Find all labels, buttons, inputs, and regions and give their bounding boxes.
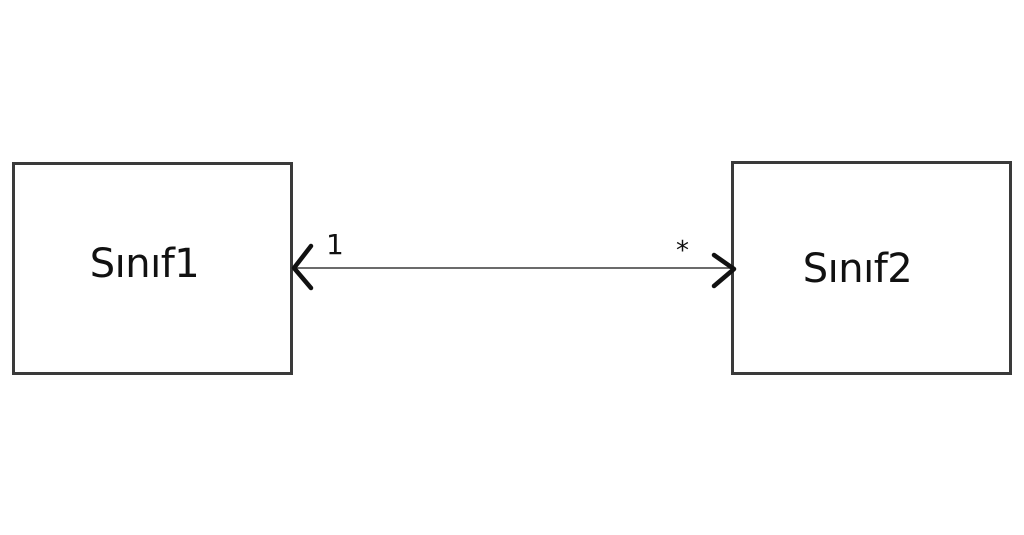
arrowhead-left-icon: [291, 243, 314, 291]
class-box-sinif1[interactable]: Sınıf1: [12, 162, 293, 375]
class-box-sinif2[interactable]: Sınıf2: [731, 161, 1012, 375]
multiplicity-right: *: [676, 236, 689, 266]
class-name-sinif1: Sınıf1: [89, 240, 200, 287]
class-name-sinif2: Sınıf2: [802, 246, 913, 292]
multiplicity-left: 1: [326, 228, 344, 261]
